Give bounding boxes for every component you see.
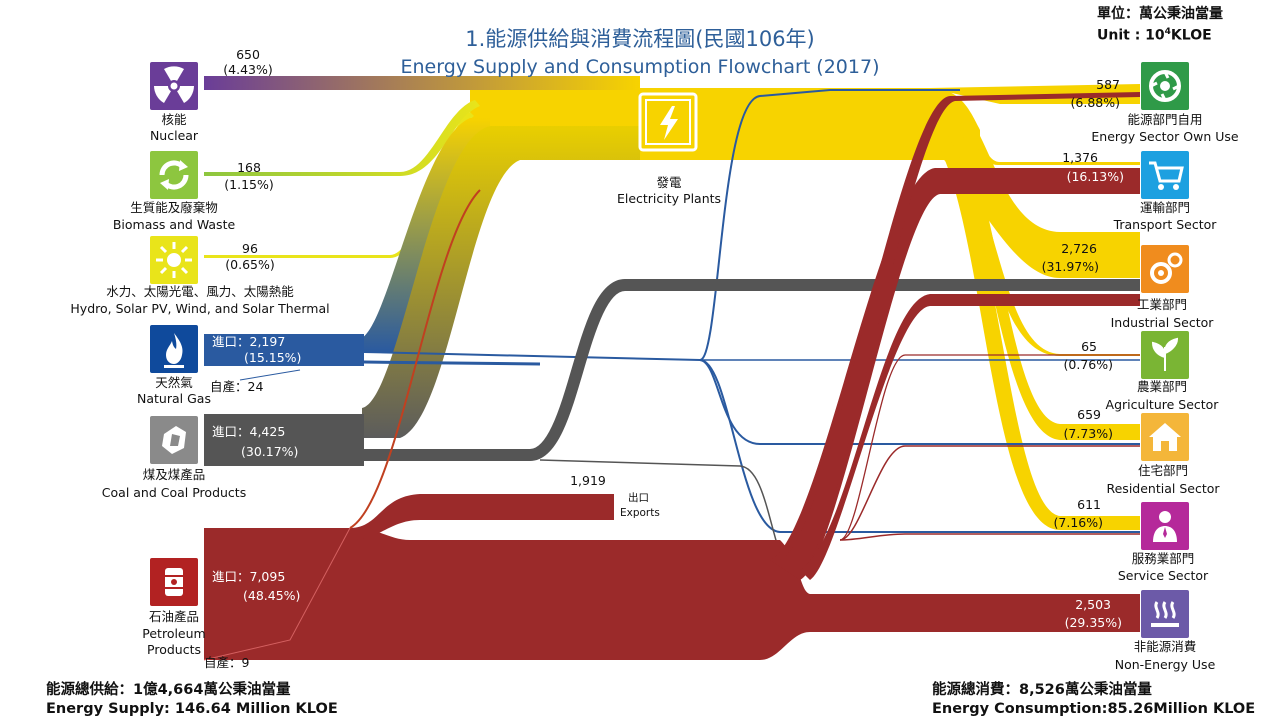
hydro-label-en: Hydro, Solar PV, Wind, and Solar Thermal (70, 301, 330, 316)
gas-import-value: 進口：2,197 (212, 334, 286, 349)
flow-coal-to-plant (362, 126, 640, 438)
industrial-label-zh: 工業部門 (1136, 297, 1188, 312)
ownuse-label-en: Energy Sector Own Use (1091, 129, 1239, 144)
service-label-en: Service Sector (1117, 568, 1209, 583)
petroleum-label-en1: Petroleum (142, 626, 206, 641)
service-label-zh: 服務業部門 (1131, 551, 1195, 566)
nuclear-value: 650 (236, 47, 260, 62)
total-supply-zh: 能源總供給：1億4,664萬公秉油當量 (46, 682, 291, 698)
nonenergy-label-en: Non-Energy Use (1114, 657, 1216, 672)
service-pct: (7.16%) (1053, 515, 1103, 530)
plant-icon (1141, 331, 1189, 379)
flow-petroleum-to-industrial (800, 294, 1140, 580)
chart-title-en: Energy Supply and Consumption Flowchart … (400, 56, 880, 78)
transport-label-en: Transport Sector (1113, 217, 1217, 232)
total-consumption-en: Energy Consumption:85.26Million KLOE (932, 701, 1256, 717)
heat-icon (1141, 590, 1189, 638)
flow-nuclear (204, 76, 640, 90)
gas-pct: (15.15%) (244, 350, 302, 365)
agriculture-value: 65 (1081, 339, 1097, 354)
power-plant-label-en: Electricity Plants (616, 191, 722, 206)
transport-label-zh: 運輸部門 (1139, 200, 1191, 215)
sector-gear-icon (1141, 62, 1189, 110)
nuclear-label-zh: 核能 (161, 112, 187, 127)
coal-icon (150, 416, 198, 464)
recycle-icon (150, 151, 198, 199)
gas-domestic-value: 自產：24 (210, 379, 264, 394)
industrial-label-en: Industrial Sector (1110, 315, 1214, 330)
residential-pct: (7.73%) (1063, 426, 1113, 441)
residential-label-en: Residential Sector (1106, 481, 1220, 496)
hydro-label-zh: 水力、太陽光電、風力、太陽熱能 (106, 284, 294, 299)
coal-import-band (204, 414, 364, 466)
worker-icon (1141, 502, 1189, 550)
flame-icon (150, 325, 198, 373)
industrial-pct: (31.97%) (1041, 259, 1099, 274)
oil-barrel-icon (150, 558, 198, 606)
agriculture-label-en: Agriculture Sector (1105, 397, 1219, 412)
nonenergy-pct: (29.35%) (1064, 615, 1122, 630)
coal-import-value: 進口：4,425 (212, 424, 286, 439)
total-supply-en: Energy Supply: 146.64 Million KLOE (46, 701, 338, 717)
petroleum-import-value: 進口：7,095 (212, 569, 286, 584)
flow-electricity-to-agriculture (950, 130, 1140, 356)
gas-label-zh: 天然氣 (155, 375, 193, 390)
power-plant-label-zh: 發電 (656, 175, 682, 190)
residential-label-zh: 住宅部門 (1137, 463, 1189, 478)
gas-label-en: Natural Gas (137, 391, 211, 406)
flow-petroleum-to-ownuse (780, 92, 1140, 570)
flow-gas-to-plant (362, 118, 490, 352)
exports-value: 1,919 (570, 473, 606, 488)
unit-label-en: Unit : 104KLOE (1097, 27, 1212, 44)
flow-coal-to-industrial (364, 279, 1140, 461)
flow-petroleum-to-exports (350, 494, 614, 540)
petroleum-label-zh: 石油產品 (148, 609, 200, 624)
industrial-value: 2,726 (1061, 241, 1097, 256)
biomass-value: 168 (237, 160, 261, 175)
gas-import-band (204, 334, 364, 366)
residential-value: 659 (1077, 407, 1101, 422)
petroleum-label-en2: Products (147, 642, 201, 657)
coal-label-zh: 煤及煤產品 (142, 467, 206, 482)
hydro-value: 96 (242, 241, 258, 256)
ownuse-value: 587 (1096, 77, 1120, 92)
petroleum-pct: (48.45%) (243, 588, 301, 603)
radiation-icon (150, 62, 198, 110)
ownuse-pct: (6.88%) (1070, 95, 1120, 110)
biomass-label-zh: 生質能及廢棄物 (130, 200, 218, 215)
sun-icon (150, 236, 198, 284)
biomass-pct: (1.15%) (224, 177, 274, 192)
agriculture-pct: (0.76%) (1063, 357, 1113, 372)
agriculture-label-zh: 農業部門 (1136, 379, 1188, 394)
total-consumption-zh: 能源總消費：8,526萬公秉油當量 (932, 682, 1152, 698)
natural-gas-flows (204, 89, 1140, 533)
nuclear-pct: (4.43%) (223, 62, 273, 77)
exports-label-en: Exports (620, 507, 660, 519)
coal-label-en: Coal and Coal Products (101, 485, 247, 500)
service-value: 611 (1077, 497, 1101, 512)
lightning-icon (660, 106, 678, 140)
exports-label-zh: 出口 (628, 492, 649, 504)
petroleum-flows (203, 92, 1140, 661)
nonenergy-value: 2,503 (1075, 597, 1111, 612)
transport-value: 1,376 (1062, 150, 1098, 165)
petroleum-domestic-value: 自產：9 (204, 655, 250, 670)
nuclear-label-en: Nuclear (149, 128, 199, 143)
nonenergy-label-zh: 非能源消費 (1133, 639, 1197, 654)
biomass-label-en: Biomass and Waste (112, 217, 236, 232)
unit-label-zh: 單位：萬公秉油當量 (1097, 6, 1223, 22)
petroleum-main-band (204, 528, 1140, 660)
house-icon (1141, 413, 1189, 461)
cart-icon (1141, 151, 1189, 199)
flow-gas-main (363, 89, 960, 362)
transport-pct: (16.13%) (1066, 169, 1124, 184)
gears-icon (1141, 245, 1189, 293)
hydro-pct: (0.65%) (225, 257, 275, 272)
chart-title-zh: 1.能源供給與消費流程圖(民國106年) (465, 27, 815, 51)
coal-pct: (30.17%) (241, 444, 299, 459)
ownuse-label-zh: 能源部門自用 (1127, 112, 1203, 127)
